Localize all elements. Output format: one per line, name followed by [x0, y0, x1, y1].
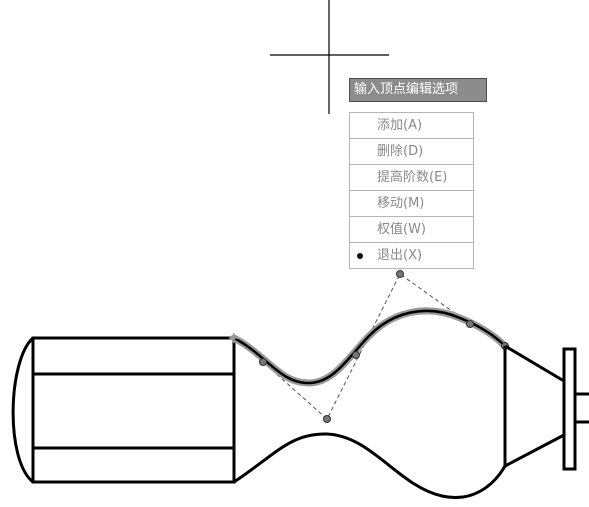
option-exit-label: 退出(X): [377, 248, 423, 263]
option-delete[interactable]: 删除(D): [349, 138, 474, 165]
lower-profile-curve: [233, 432, 507, 499]
control-point-icon[interactable]: [396, 270, 404, 278]
option-move-label: 移动(M): [377, 196, 425, 211]
control-frame: [233, 273, 506, 420]
option-add[interactable]: 添加(A): [349, 112, 474, 139]
control-point-icon[interactable]: [352, 351, 360, 359]
option-elevate-order[interactable]: 提高阶数(E): [349, 164, 474, 191]
selected-spline-highlight[interactable]: [230, 307, 509, 387]
command-prompt: 输入顶点编辑选项: [349, 78, 487, 102]
option-weight-label: 权值(W): [377, 222, 426, 237]
left-dome-cap: [11, 336, 35, 484]
option-exit[interactable]: 退出(X): [349, 242, 474, 269]
option-elevate-order-label: 提高阶数(E): [377, 170, 448, 185]
cone-bottom-edge: [504, 433, 565, 468]
option-move[interactable]: 移动(M): [349, 190, 474, 217]
option-add-label: 添加(A): [377, 118, 423, 133]
control-point-icon[interactable]: [229, 333, 239, 343]
end-flange: [562, 347, 577, 471]
left-housing-body: [31, 336, 236, 484]
option-weight[interactable]: 权值(W): [349, 216, 474, 243]
control-point-icon[interactable]: [259, 358, 267, 366]
control-point-icon[interactable]: [323, 415, 331, 423]
cone-top-edge: [504, 344, 565, 383]
option-delete-label: 删除(D): [377, 144, 424, 159]
vertex-edit-option-menu: 添加(A) 删除(D) 提高阶数(E) 移动(M) 权值(W) 退出(X): [349, 112, 474, 269]
bullet-icon: [357, 253, 363, 259]
crosshair-cursor-icon: [270, 0, 389, 114]
control-point-icon[interactable]: [466, 320, 474, 328]
